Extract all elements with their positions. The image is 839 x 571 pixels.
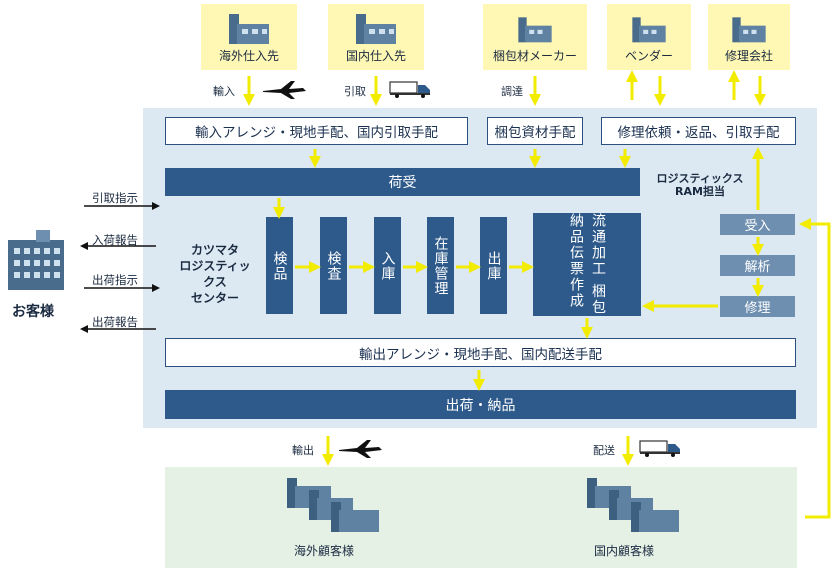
supplier-overseas: 海外仕入先 [201,4,297,70]
export-arrange-box: 輸出アレンジ・現地手配、国内配送手配 [165,338,796,367]
supplier-repair-label: 修理会社 [724,49,773,63]
supplier-domestic: 国内仕入先 [328,4,424,70]
flow-pickup-label: 引取 [344,85,366,98]
ram-label-line1: ロジスティックス [656,172,744,185]
pickup-instruction-label: 引取指示 [92,191,138,205]
airplane-icon [263,81,306,99]
factories-icon [587,478,679,532]
flow-procure-label: 調達 [501,85,523,98]
ram-label: ロジスティックス RAM担当 [650,172,750,198]
supplier-vendor: ベンダー [607,4,691,70]
ram-accept-box: 受入 [720,214,795,235]
supplier-overseas-label: 海外仕入先 [218,49,279,63]
center-name: カツマタ ロジスティックス センター [179,243,251,305]
factories-icon [287,478,379,532]
process-warehousing: 入庫 [374,217,401,314]
process-shipping-out: 出庫 [480,217,507,314]
domestic-customer-label: 国内顧客様 [594,544,655,558]
factory-icon [632,17,666,43]
flow-delivery-label: 配送 [593,444,615,457]
ram-analyze-box: 解析 [720,255,795,276]
overseas-customer-label: 海外顧客様 [294,544,355,558]
truck-icon [389,81,430,98]
arrival-report-label: 入荷報告 [92,233,138,247]
factory-icon [356,14,396,44]
factory-icon [229,14,269,44]
airplane-icon [339,440,382,458]
customer-label: お客様 [12,304,54,320]
building-icon [8,230,64,290]
ram-label-line2: RAM担当 [675,185,725,198]
process-inspection: 検品 [266,217,293,314]
import-arrange-box: 輸入アレンジ・現地手配、国内引取手配 [165,117,468,145]
process-check: 検査 [320,217,347,314]
packaging-arrange-box: 梱包資材手配 [487,117,583,145]
factory-icon [732,17,766,43]
supplier-packaging-label: 梱包材メーカー [492,49,577,63]
ram-repair-box: 修理 [720,296,795,317]
factory-icon [518,17,552,43]
supplier-domestic-label: 国内仕入先 [345,49,406,63]
repair-arrange-box: 修理依頼・返品、引取手配 [601,117,796,145]
destinations-panel [165,467,797,568]
supplier-repair-company: 修理会社 [708,4,790,70]
supplier-packaging-maker: 梱包材メーカー [483,4,587,70]
shipping-report-label: 出荷報告 [92,315,138,329]
process-inventory: 在庫管理 [427,217,454,314]
receiving-bar: 荷受 [165,168,640,196]
flow-export-label: 輸出 [292,444,314,457]
shipping-instruction-label: 出荷指示 [92,273,138,287]
flow-import-label: 輸入 [213,85,235,98]
truck-icon [639,440,680,457]
supplier-vendor-label: ベンダー [624,49,673,63]
process-distribution: 流通加工 梱包 納品伝票作成 [533,213,641,316]
shipment-bar: 出荷・納品 [165,390,796,419]
